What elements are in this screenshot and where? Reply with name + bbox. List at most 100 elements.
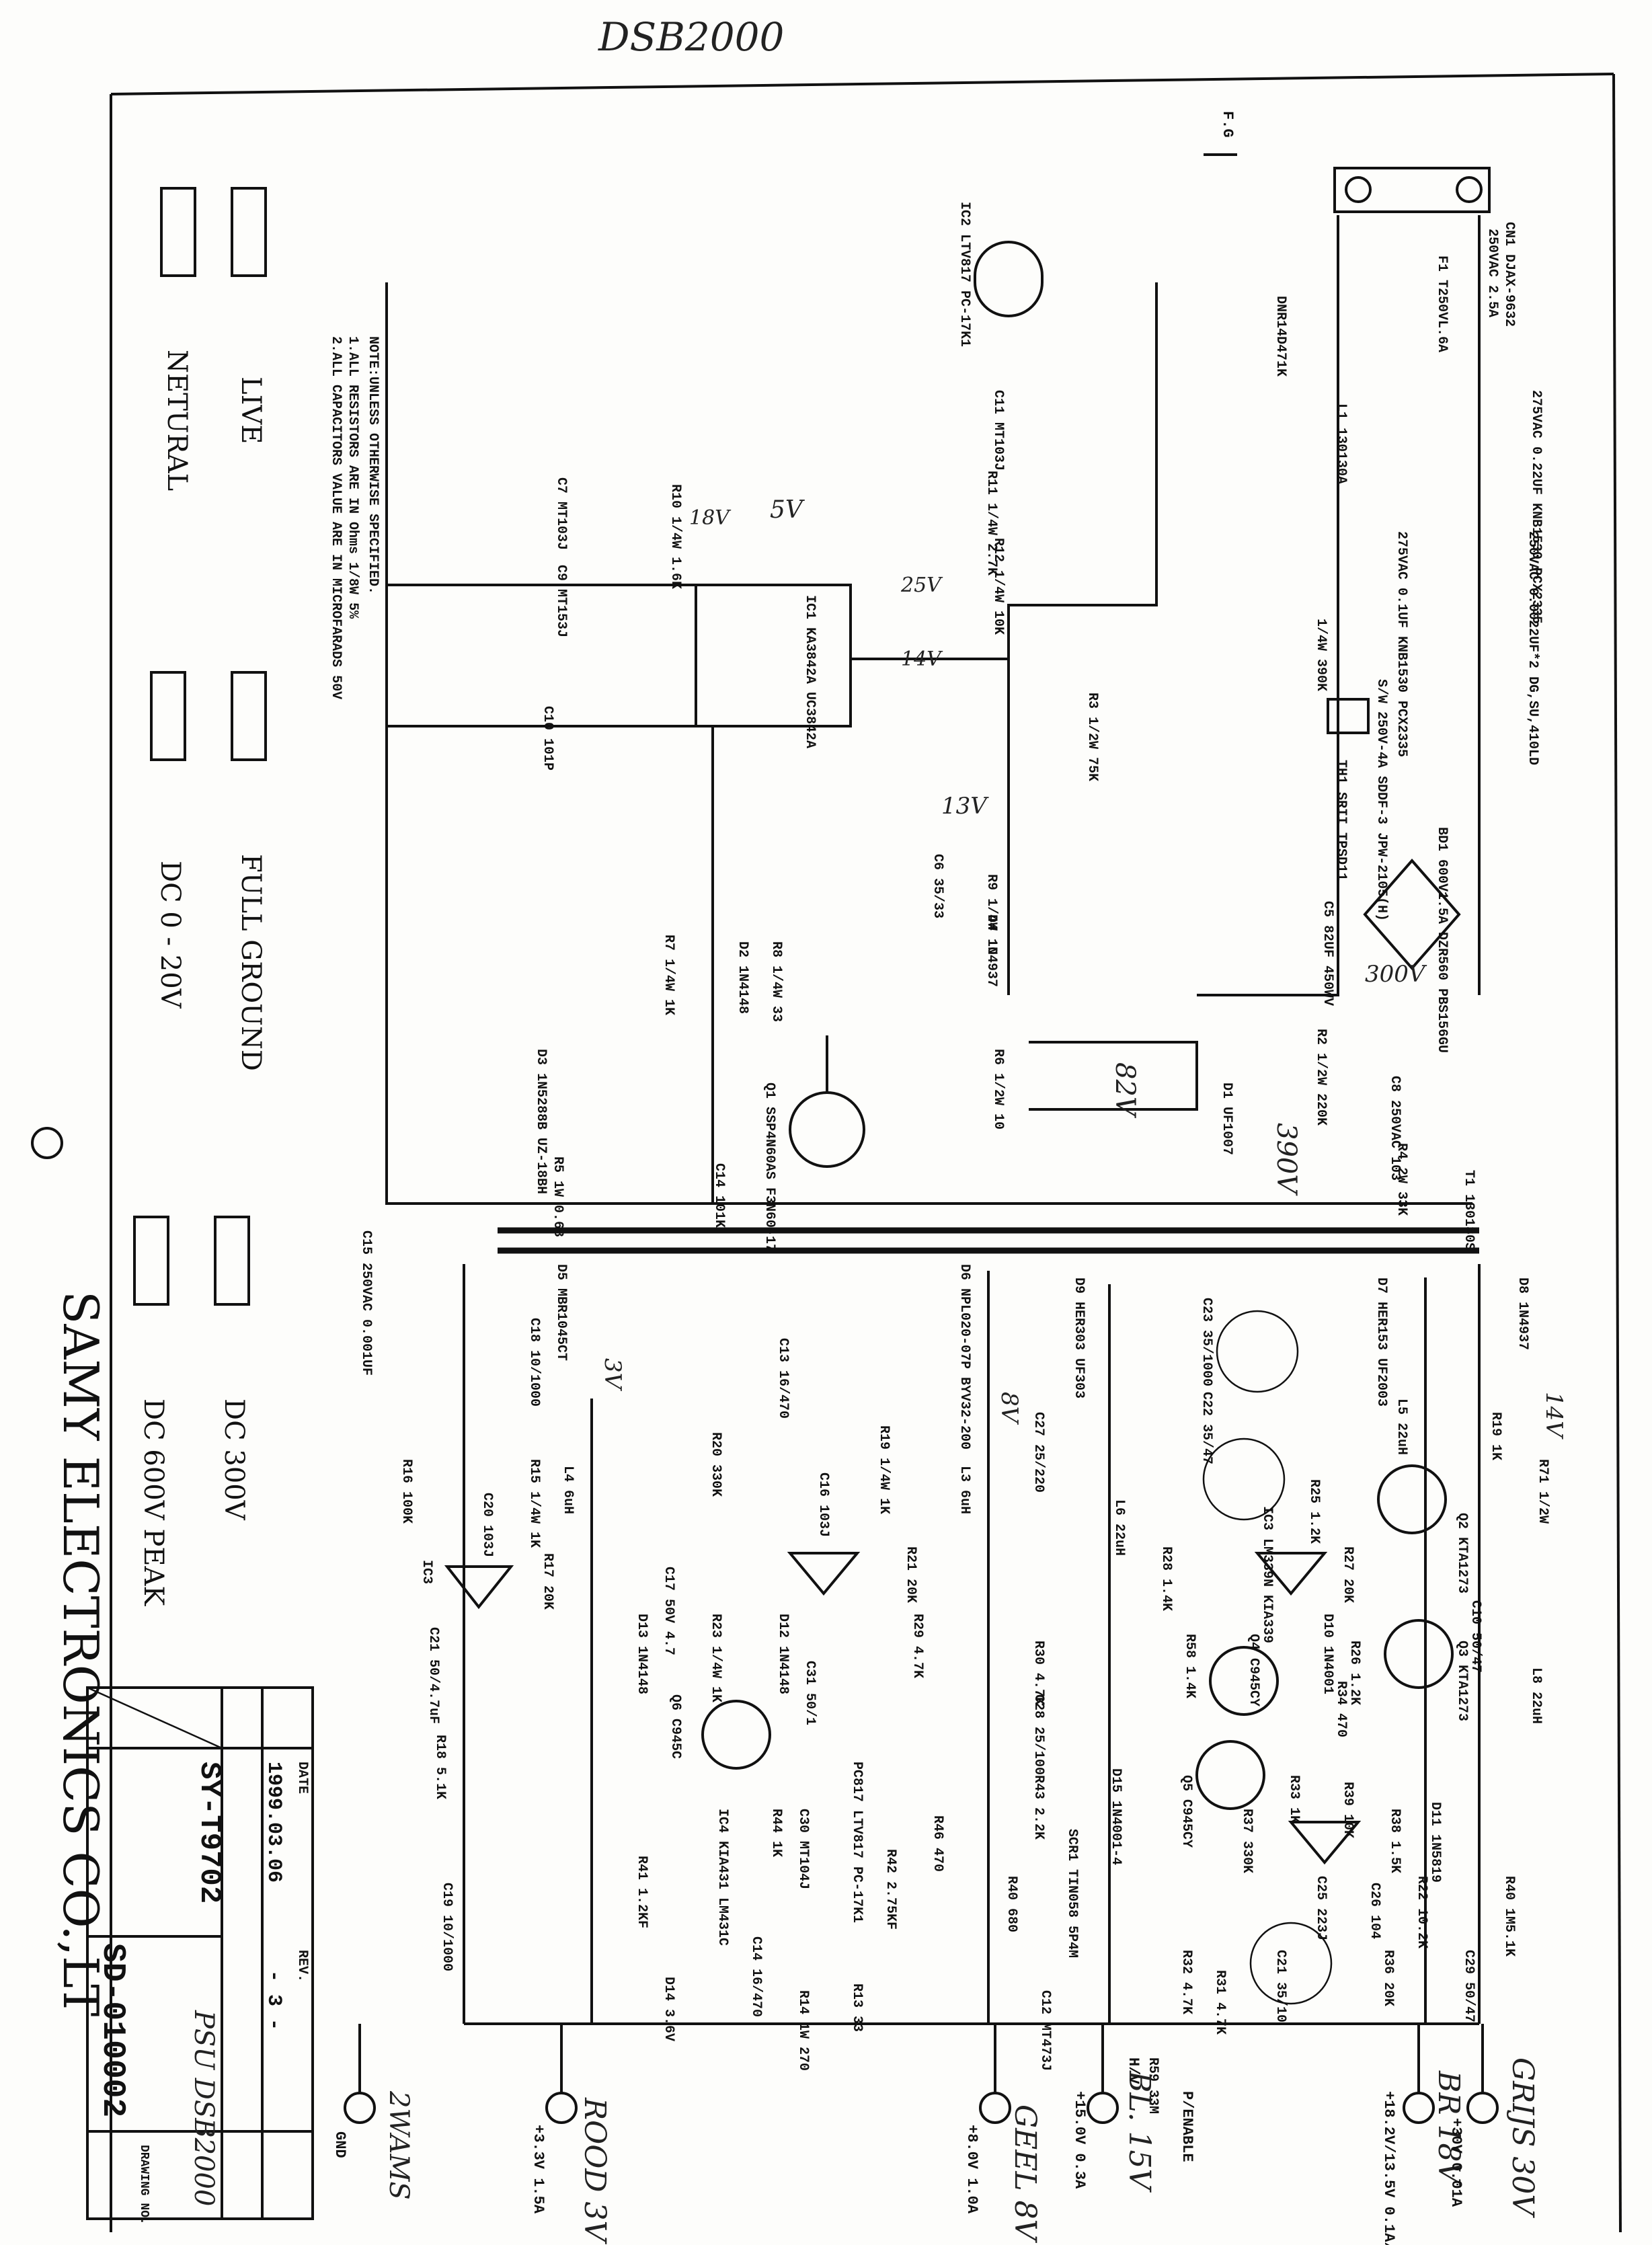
r33-label: R33 1K: [1286, 1775, 1302, 1823]
out-30v-terminal: [1466, 2092, 1499, 2124]
revision: - 3 -: [262, 1970, 285, 2031]
p-enable-label: P/ENABLE: [1179, 2091, 1195, 2162]
title-block: [86, 1686, 314, 2220]
r29-label: R29 4.7K: [910, 1614, 925, 1678]
c2-spec: 250VAC 0.0022UF*2 DG,SU,410LD: [1525, 531, 1540, 765]
r30-label: R30 4.7K: [1031, 1641, 1046, 1705]
cn1-pin: [1345, 176, 1372, 203]
legend-box-live: [231, 187, 267, 277]
r5-label: R5 1W 0.68: [550, 1156, 565, 1237]
q2-label: Q2 KTA1273: [1454, 1513, 1470, 1593]
out-3v3-terminal: [545, 2092, 578, 2124]
c25-label: C25 223J: [1313, 1876, 1329, 1940]
snubber-network: [1029, 1041, 1198, 1111]
bd1-label: BD1 600V1.5A DZR560 PBS156GU: [1434, 827, 1450, 1053]
title-block-diagonal: [87, 1686, 223, 1749]
c10-label: C10 101P: [540, 706, 555, 771]
handwritten-title: DSB2000: [598, 14, 784, 60]
fg-label: F.G: [1219, 111, 1236, 138]
q5-label: Q5 C945CY: [1179, 1775, 1194, 1848]
r7-label: R7 1/4W 1K: [661, 935, 676, 1015]
r15-label: R15 1/4W 1K: [526, 1459, 542, 1548]
out-30v-handwritten: GRIJS 30V: [1505, 2057, 1540, 2218]
ic3a-label: IC3: [419, 1560, 434, 1584]
bridge-rectifier: [1363, 858, 1461, 971]
r40-label: R40 680: [1004, 1876, 1019, 1932]
r1-spec: 1/4W 390K: [1313, 619, 1329, 691]
q4-label: Q4 C945CY: [1246, 1634, 1261, 1706]
r41-label: R41 1.2KF: [634, 1856, 650, 1928]
r6-label: R6 1/2W 10: [990, 1049, 1006, 1130]
r13-label: R13 33: [849, 1983, 865, 2032]
l8-label: L8 22uH: [1528, 1667, 1544, 1724]
c23-label: C23 35/1000: [1199, 1298, 1214, 1386]
q3-label: Q3 KTA1273: [1454, 1641, 1470, 1721]
l4-label: L4 6uH: [560, 1466, 576, 1514]
mains-live: [1197, 215, 1339, 996]
c20-label: C20 103J: [479, 1493, 495, 1557]
d7-label: D7 HER153 UF2003: [1374, 1277, 1389, 1407]
r3-label: R3 1/2W 75K: [1085, 693, 1100, 781]
v82-note: 82V: [1109, 1062, 1140, 1119]
v13-note: 13V: [941, 793, 989, 820]
frame-top-border: [110, 73, 1614, 95]
ic1-label: IC1 KA3842A UC3842A: [802, 595, 818, 748]
d3-label: D3 1N5288B UZ-18BH: [533, 1049, 549, 1194]
out-15v-terminal: [1087, 2092, 1119, 2124]
q5-transistor: [1195, 1740, 1265, 1810]
q4-transistor: [1209, 1646, 1279, 1716]
c26-label: C26 104: [1367, 1883, 1382, 1939]
d13-label: D13 1N4148: [634, 1614, 650, 1694]
c22-label: C22 35/47: [1199, 1392, 1214, 1464]
c6-label: C6 35/33: [930, 854, 945, 918]
d5-label: D5 MBR1045CT: [553, 1264, 569, 1361]
r16-label: R16 100K: [399, 1459, 414, 1524]
q3-transistor: [1384, 1619, 1454, 1689]
c16-label: C16 103J: [816, 1472, 831, 1537]
scr1-label: SCR1 TIN058 5P4M: [1064, 1829, 1080, 1958]
r44-label: R44 1K: [769, 1809, 784, 1857]
out-15v-handwritten: BL. 15V: [1122, 2070, 1156, 2193]
note-line2: 2.ALL CAPACITORS VALUE ARE IN MICROFARAD…: [328, 336, 344, 699]
r28-label: R28 1.4K: [1158, 1546, 1174, 1611]
gnd-terminal: [344, 2092, 376, 2124]
legend-dc-300v: DC 300V: [219, 1399, 249, 1521]
d11-label: D11 1N5819: [1427, 1802, 1443, 1883]
d8-label: D8 1N4937: [1515, 1277, 1530, 1350]
c30-label: C30 MT104J: [795, 1809, 811, 1889]
out-8v-terminal: [979, 2092, 1011, 2124]
primary-ground-rail: [385, 282, 1472, 1205]
date-label: DATE: [294, 1762, 310, 1794]
r19b-label: R19 1K: [1488, 1412, 1503, 1460]
r31-label: R31 4.7K: [1212, 1970, 1228, 2035]
rev-label: REV.: [294, 1950, 310, 1982]
c7-label: C7 MT103J: [553, 477, 569, 550]
r37-label: R37 330K: [1239, 1809, 1255, 1873]
r42-label: R42 2.75KF: [883, 1849, 898, 1930]
c23-marked: [1216, 1310, 1299, 1393]
drawing-date: 1999.03.06: [262, 1762, 285, 1883]
out-30v-label: +30V 0.01A: [1448, 2118, 1464, 2207]
c27-label: C27 25/220: [1031, 1412, 1046, 1493]
r43-label: R43 2.2K: [1031, 1775, 1046, 1840]
registration-hole: [31, 1127, 63, 1159]
drawing-no-label: DRAWING NO.: [137, 2145, 151, 2225]
ic3-opamp: [787, 1552, 861, 1596]
switch-label: S/W 250V-4A SDDF-3 JPW-2105(H): [1374, 679, 1389, 921]
ic1-body: [695, 584, 852, 727]
q2-transistor: [1377, 1464, 1447, 1534]
t1-label: T1 130130S: [1461, 1170, 1477, 1251]
r9-label: R9 1/4W 10: [984, 874, 999, 955]
nr1-label: DNR14D471K: [1273, 296, 1288, 377]
d6-label: D6 NPL020-07P BYV32-200: [957, 1264, 972, 1450]
c17-label: C17 50V 4.7: [661, 1567, 676, 1655]
l3-label: L3 6uH: [957, 1466, 972, 1514]
q6-label: Q6 C945C: [668, 1694, 683, 1759]
model-number: SY-T9702: [192, 1762, 226, 1903]
out-8v-handwritten: GEEL 8V: [1008, 2104, 1042, 2244]
out-18v-terminal: [1403, 2092, 1435, 2124]
q1-label: Q1 SSP4N60AS F3N60-17: [762, 1082, 777, 1252]
c1-spec: 275VAC 0.22UF KNB1530 PCX2335: [1528, 390, 1544, 624]
